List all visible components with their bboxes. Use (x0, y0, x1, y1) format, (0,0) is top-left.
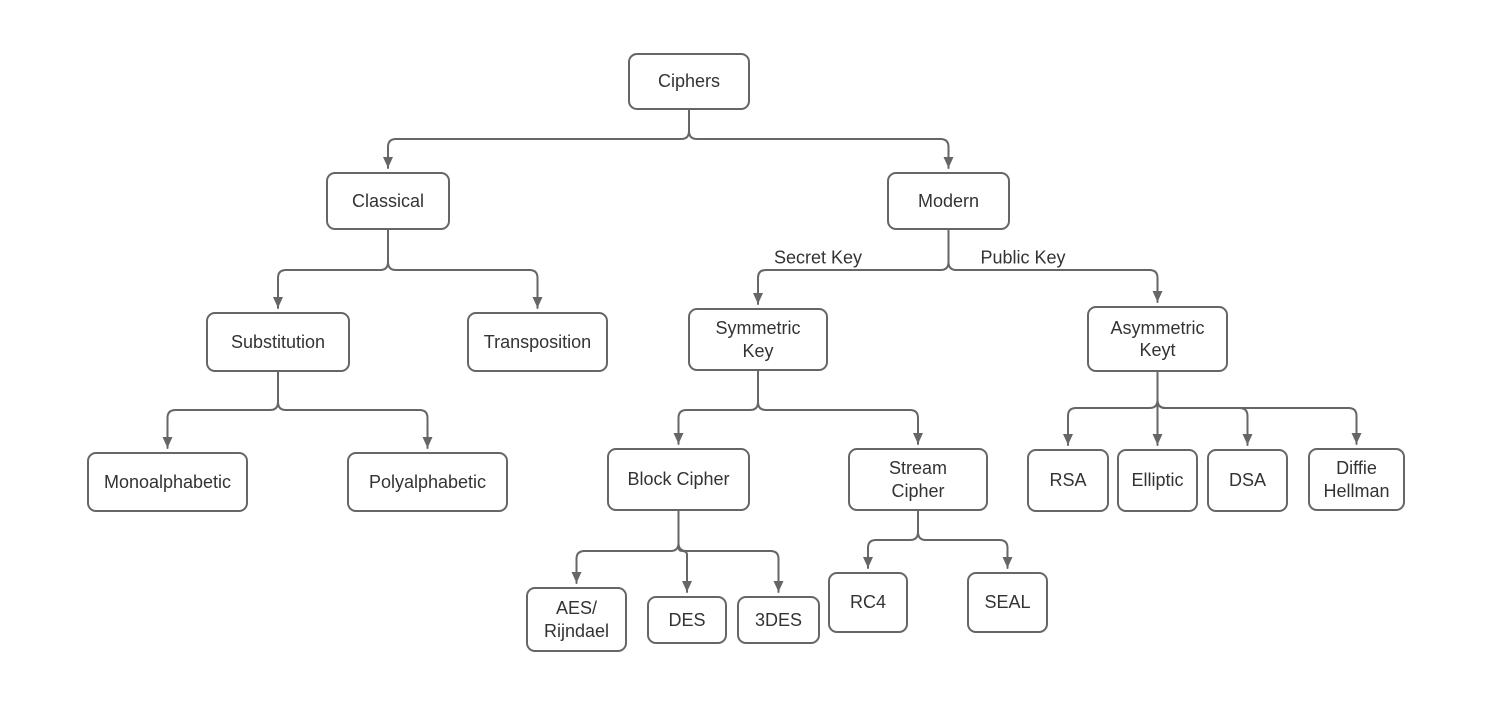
node-monoalphabetic: Monoalphabetic (87, 452, 248, 512)
node-substitution-label: Substitution (230, 331, 326, 352)
node-transposition-label: Transposition (483, 331, 592, 352)
edge-classical-substitution (273, 229, 389, 309)
node-elliptic: Elliptic (1117, 449, 1198, 512)
edge-ciphers-classical (383, 109, 690, 169)
node-dsa: DSA (1207, 449, 1288, 512)
edge-block-aes-rijndael (571, 510, 680, 584)
edge-asymmetric-rsa (1063, 371, 1159, 446)
node-monoalphabetic-label: Monoalphabetic (103, 471, 232, 492)
node-classical-label: Classical (351, 190, 425, 211)
node-3des: 3DES (737, 596, 820, 644)
edge-asymmetric-dsa (1156, 371, 1253, 446)
node-stream-cipher: Stream Cipher (848, 448, 988, 511)
edge-label-public-key: Public Key (978, 247, 1068, 269)
node-asymmetric-key: Asymmetric Keyt (1087, 306, 1228, 372)
node-diffie-hellman-label: Diffie Hellman (1323, 458, 1390, 501)
node-seal-label: SEAL (984, 592, 1031, 613)
edge-symmetric-stream-cipher (757, 370, 923, 445)
edge-symmetric-block-cipher (673, 370, 759, 445)
node-rc4-label: RC4 (849, 592, 886, 613)
node-rsa: RSA (1027, 449, 1109, 512)
edge-ciphers-modern (688, 109, 954, 169)
node-block-cipher: Block Cipher (607, 448, 750, 511)
node-transposition: Transposition (467, 312, 608, 372)
edge-stream-seal (917, 510, 1013, 569)
edge-block-des (677, 510, 692, 593)
edge-classical-transposition (387, 229, 543, 309)
node-dsa-label: DSA (1228, 470, 1266, 491)
node-asymmetric-key-label: Asymmetric Keyt (1110, 317, 1205, 361)
node-polyalphabetic-label: Polyalphabetic (368, 471, 487, 492)
node-diffie-hellman: Diffie Hellman (1308, 448, 1405, 511)
node-polyalphabetic: Polyalphabetic (347, 452, 508, 512)
edge-label-secret-key: Secret Key (771, 247, 865, 269)
edge-block-3des (677, 510, 784, 593)
node-ciphers: Ciphers (628, 53, 750, 110)
node-3des-label: 3DES (754, 609, 803, 630)
node-classical: Classical (326, 172, 450, 230)
node-aes-rijndael-label: AES/ Rijndael (543, 598, 610, 641)
edge-substitution-polyalphabetic (277, 371, 433, 449)
node-aes-rijndael: AES/ Rijndael (526, 587, 627, 652)
node-des: DES (647, 596, 727, 644)
node-symmetric-key-label: Symmetric Key (715, 318, 801, 361)
node-stream-cipher-label: Stream Cipher (888, 458, 948, 501)
node-rc4: RC4 (828, 572, 908, 633)
node-modern-label: Modern (917, 190, 980, 211)
node-ciphers-label: Ciphers (657, 71, 721, 92)
edge-substitution-monoalphabetic (162, 371, 279, 449)
node-block-cipher-label: Block Cipher (627, 469, 730, 490)
node-seal: SEAL (967, 572, 1048, 633)
node-rsa-label: RSA (1049, 470, 1087, 491)
edge-asymmetric-diffie-hellman (1156, 371, 1362, 445)
node-symmetric-key: Symmetric Key (688, 308, 828, 371)
node-des-label: DES (668, 609, 706, 630)
node-elliptic-label: Elliptic (1131, 470, 1184, 491)
node-modern: Modern (887, 172, 1010, 230)
node-substitution: Substitution (206, 312, 350, 372)
edge-stream-rc4 (863, 510, 919, 569)
